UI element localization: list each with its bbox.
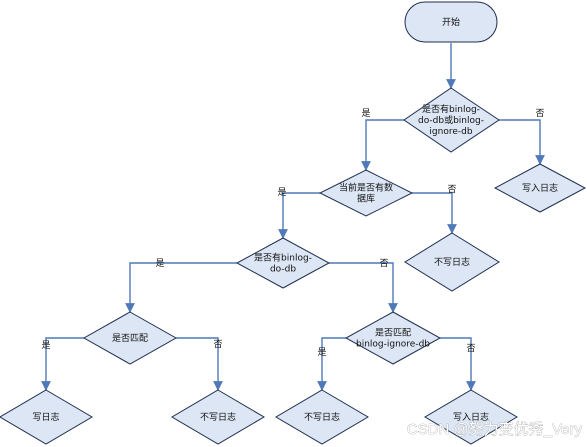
node-label-line: 写日志: [32, 411, 59, 423]
edge-labels: 是 否 是 否 是 否 是 否 是 否: [41, 108, 544, 358]
node-label-line: ignore-db: [429, 127, 472, 137]
output-write-log-left-text: 写日志: [32, 411, 59, 423]
node-label-line: do-db或binlog-: [418, 114, 484, 126]
node-label-line: 开始: [442, 16, 460, 28]
edge-match-yes: [41, 337, 84, 391]
edge-do-db-yes: [125, 262, 237, 313]
edge-label-current-db-yes: 是: [277, 187, 286, 198]
decision-do-db: [235, 237, 331, 289]
output-no-log-left: [171, 389, 265, 445]
edge-ignore-match-yes: [317, 337, 346, 391]
output-write-log-top: [493, 163, 587, 213]
output-write-log-top-text: 写入日志: [522, 182, 558, 194]
edge-label-do-db-yes: 是: [155, 258, 164, 269]
decision-binlog-db-text: 是否有binlog-do-db或binlog-ignore-db: [418, 103, 484, 137]
node-label-line: do-db: [270, 265, 296, 275]
output-no-log-right-text: 不写日志: [304, 411, 340, 423]
edge-match-no: [176, 337, 223, 391]
output-no-log-right: [275, 389, 369, 445]
start-node: [404, 1, 498, 43]
node-label-line: binlog-ignore-db: [356, 340, 430, 350]
output-no-log-middle-text: 不写日志: [434, 256, 470, 268]
edges: [41, 43, 545, 391]
edge-label-binlog-db-yes: 是: [361, 108, 370, 119]
decision-current-db-text: 当前是否有数据库: [339, 182, 393, 205]
edge-label-match-no: 否: [213, 339, 222, 350]
edge-ignore-match-no: [440, 337, 476, 391]
decision-match-text: 是否匹配: [112, 333, 148, 344]
edge-label-binlog-db-no: 否: [535, 108, 544, 119]
node-label-line: 据库: [357, 193, 375, 205]
edge-do-db-no: [329, 262, 398, 313]
edge-label-current-db-no: 否: [447, 184, 456, 195]
decision-ignore-match: [344, 311, 442, 365]
node-label-line: 是否匹配: [112, 333, 148, 344]
edge-label-ignore-match-yes: 是: [317, 347, 326, 358]
node-label-line: 是否有binlog-: [422, 103, 480, 115]
node-label-line: 不写日志: [434, 256, 470, 268]
node-label-line: 不写日志: [200, 411, 236, 423]
output-write-log-right: [424, 389, 518, 445]
edge-current-db-no: [412, 192, 457, 234]
node-label-line: 不写日志: [304, 411, 340, 423]
output-no-log-left-text: 不写日志: [200, 411, 236, 423]
decision-current-db: [318, 169, 414, 217]
node-label-line: 是否有binlog-: [254, 252, 312, 264]
edge-label-ignore-match-no: 否: [466, 343, 475, 354]
node-label-line: 写入日志: [522, 182, 558, 194]
node-label-line: 写入日志: [453, 411, 489, 423]
watermark: CSDN @努力变优秀_Very: [407, 421, 583, 438]
edge-binlog-db-no: [499, 119, 545, 165]
edge-label-match-yes: 是: [41, 340, 50, 351]
edge-binlog-db-yes: [361, 119, 404, 171]
start-node-text: 开始: [442, 16, 460, 28]
node-label-line: 是否匹配: [375, 328, 411, 339]
decision-do-db-text: 是否有binlog-do-db: [254, 252, 312, 275]
decision-binlog-db: [403, 87, 500, 153]
node-label-line: 当前是否有数: [339, 182, 393, 194]
output-no-log-middle: [404, 232, 500, 292]
edge-current-db-yes: [278, 192, 320, 239]
edge-label-do-db-no: 否: [379, 258, 388, 269]
decision-match: [82, 311, 178, 365]
output-write-log-right-text: 写入日志: [453, 411, 489, 423]
output-write-log-left: [0, 389, 93, 445]
